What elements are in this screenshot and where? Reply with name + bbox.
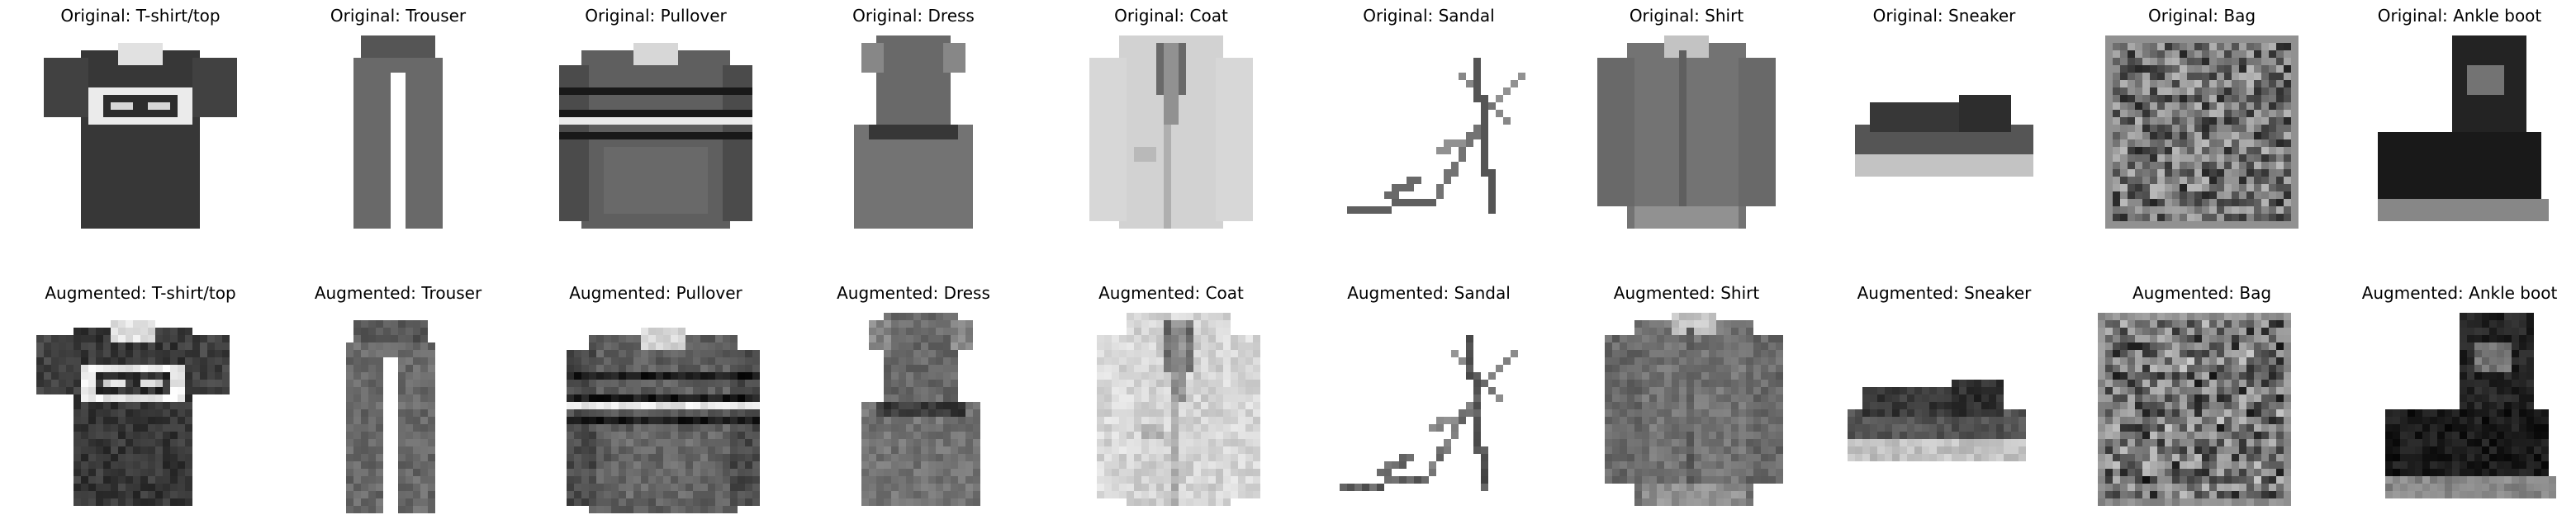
- image-panel: Augmented: Dress: [798, 281, 1029, 520]
- shirt-image: [1582, 28, 1791, 236]
- image-panel: Augmented: Trouser: [282, 281, 514, 520]
- sneaker-image: [1840, 28, 2048, 236]
- panel-title: Augmented: Pullover: [569, 283, 742, 303]
- panel-title: Augmented: Dress: [837, 283, 990, 303]
- panel-title: Augmented: Ankle boot: [2361, 283, 2558, 303]
- coat-image: [1067, 305, 1275, 513]
- panel-title: Original: Sneaker: [1872, 6, 2016, 26]
- panel-title: Original: T-shirt/top: [60, 6, 221, 26]
- image-panel: Original: Sandal: [1313, 3, 1544, 243]
- image-panel: Augmented: T-shirt/top: [25, 281, 256, 520]
- image-panel: Original: Ankle boot: [2344, 3, 2575, 243]
- image-panel: Original: Bag: [2086, 3, 2317, 243]
- image-panel: Original: Coat: [1056, 3, 1287, 243]
- shirt-image: [1582, 305, 1791, 513]
- panel-title: Augmented: Sandal: [1347, 283, 1511, 303]
- panel-title: Original: Dress: [852, 6, 975, 26]
- sandal-image: [1325, 305, 1533, 513]
- coat-image: [1067, 28, 1275, 236]
- boot-image: [2355, 28, 2564, 236]
- panel-title: Original: Sandal: [1363, 6, 1495, 26]
- image-panel: Augmented: Sandal: [1313, 281, 1544, 520]
- pullover-image: [552, 305, 760, 513]
- trouser-image: [294, 305, 502, 513]
- image-panel: Augmented: Pullover: [540, 281, 771, 520]
- panel-title: Original: Shirt: [1629, 6, 1744, 26]
- image-panel: Original: Pullover: [540, 3, 771, 243]
- panel-title: Augmented: Shirt: [1613, 283, 1760, 303]
- panel-title: Original: Ankle boot: [2377, 6, 2542, 26]
- image-panel: Augmented: Bag: [2086, 281, 2317, 520]
- panel-title: Augmented: Sneaker: [1857, 283, 2032, 303]
- panel-title: Original: Coat: [1114, 6, 1228, 26]
- image-panel: Augmented: Sneaker: [1829, 281, 2060, 520]
- panel-title: Augmented: T-shirt/top: [45, 283, 236, 303]
- pullover-image: [552, 28, 760, 236]
- sandal-image: [1325, 28, 1533, 236]
- panel-title: Augmented: Trouser: [314, 283, 482, 303]
- sneaker-image: [1840, 305, 2048, 513]
- dress-image: [809, 28, 1018, 236]
- panel-title: Original: Pullover: [585, 6, 727, 26]
- image-panel: Original: Shirt: [1571, 3, 1802, 243]
- trouser-image: [294, 28, 502, 236]
- image-panel: Original: Trouser: [282, 3, 514, 243]
- panel-title: Augmented: Coat: [1098, 283, 1244, 303]
- bag-image: [2098, 305, 2306, 513]
- image-panel: Augmented: Ankle boot: [2344, 281, 2575, 520]
- image-panel: Original: T-shirt/top: [25, 3, 256, 243]
- panel-title: Augmented: Bag: [2132, 283, 2272, 303]
- panel-title: Original: Bag: [2147, 6, 2256, 26]
- bag-image: [2098, 28, 2306, 236]
- dress-image: [809, 305, 1018, 513]
- image-panel: Augmented: Coat: [1056, 281, 1287, 520]
- image-panel: Augmented: Shirt: [1571, 281, 1802, 520]
- image-panel: Original: Dress: [798, 3, 1029, 243]
- panel-title: Original: Trouser: [330, 6, 467, 26]
- tshirt-image: [36, 28, 244, 236]
- image-panel: Original: Sneaker: [1829, 3, 2060, 243]
- tshirt-image: [36, 305, 244, 513]
- boot-image: [2355, 305, 2564, 513]
